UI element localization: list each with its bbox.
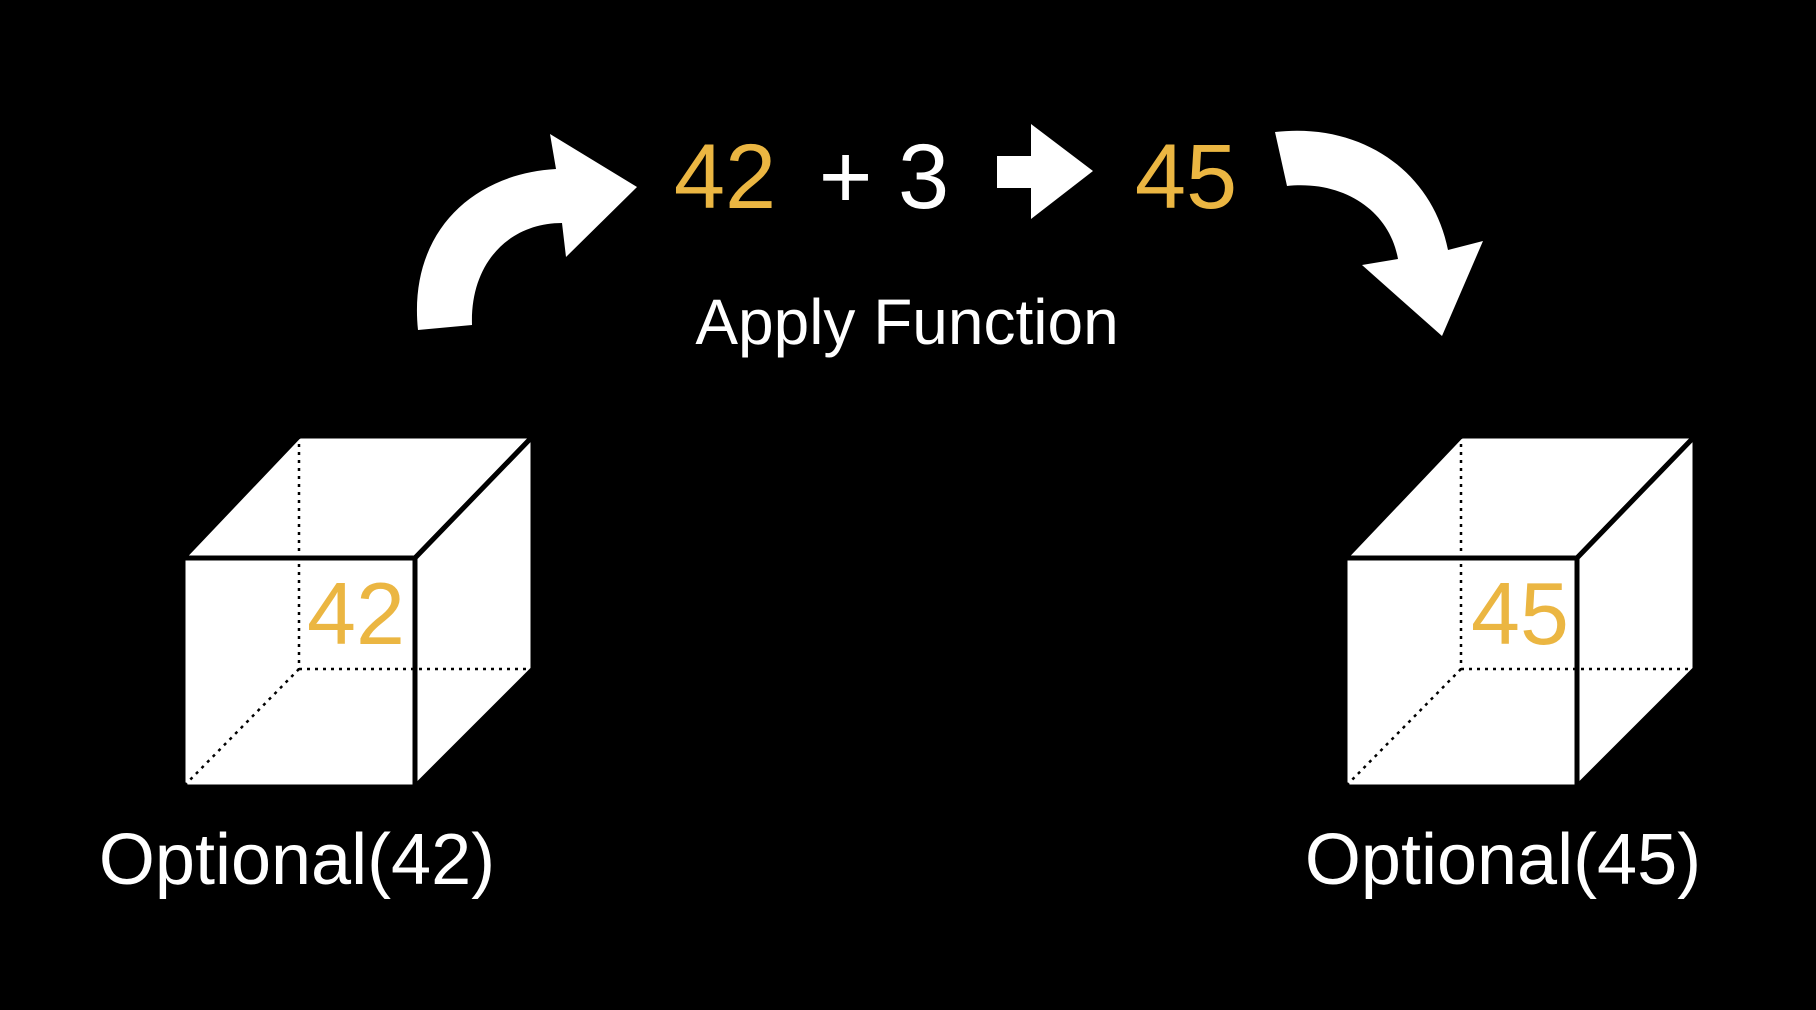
output-box: 45 Optional(45) bbox=[1305, 429, 1701, 900]
function-caption: Apply Function bbox=[695, 286, 1118, 358]
input-box-open-box-icon bbox=[177, 429, 539, 794]
function-result-value: 45 bbox=[1135, 126, 1237, 228]
function-input-value: 42 bbox=[674, 126, 776, 228]
right-arrow-icon bbox=[997, 124, 1093, 219]
output-box-open-box-icon bbox=[1339, 429, 1701, 794]
output-box-value: 45 bbox=[1471, 564, 1569, 663]
curved-arrow-down-right-icon bbox=[1275, 130, 1483, 336]
function-expression: 42 + 3 45 Apply Function bbox=[674, 124, 1237, 358]
input-box: 42 Optional(42) bbox=[99, 429, 539, 900]
input-box-label: Optional(42) bbox=[99, 820, 495, 900]
curved-arrow-up-right-icon bbox=[416, 134, 637, 330]
input-box-value: 42 bbox=[307, 564, 405, 663]
output-box-label: Optional(45) bbox=[1305, 820, 1701, 900]
function-operation: + 3 bbox=[819, 126, 949, 228]
